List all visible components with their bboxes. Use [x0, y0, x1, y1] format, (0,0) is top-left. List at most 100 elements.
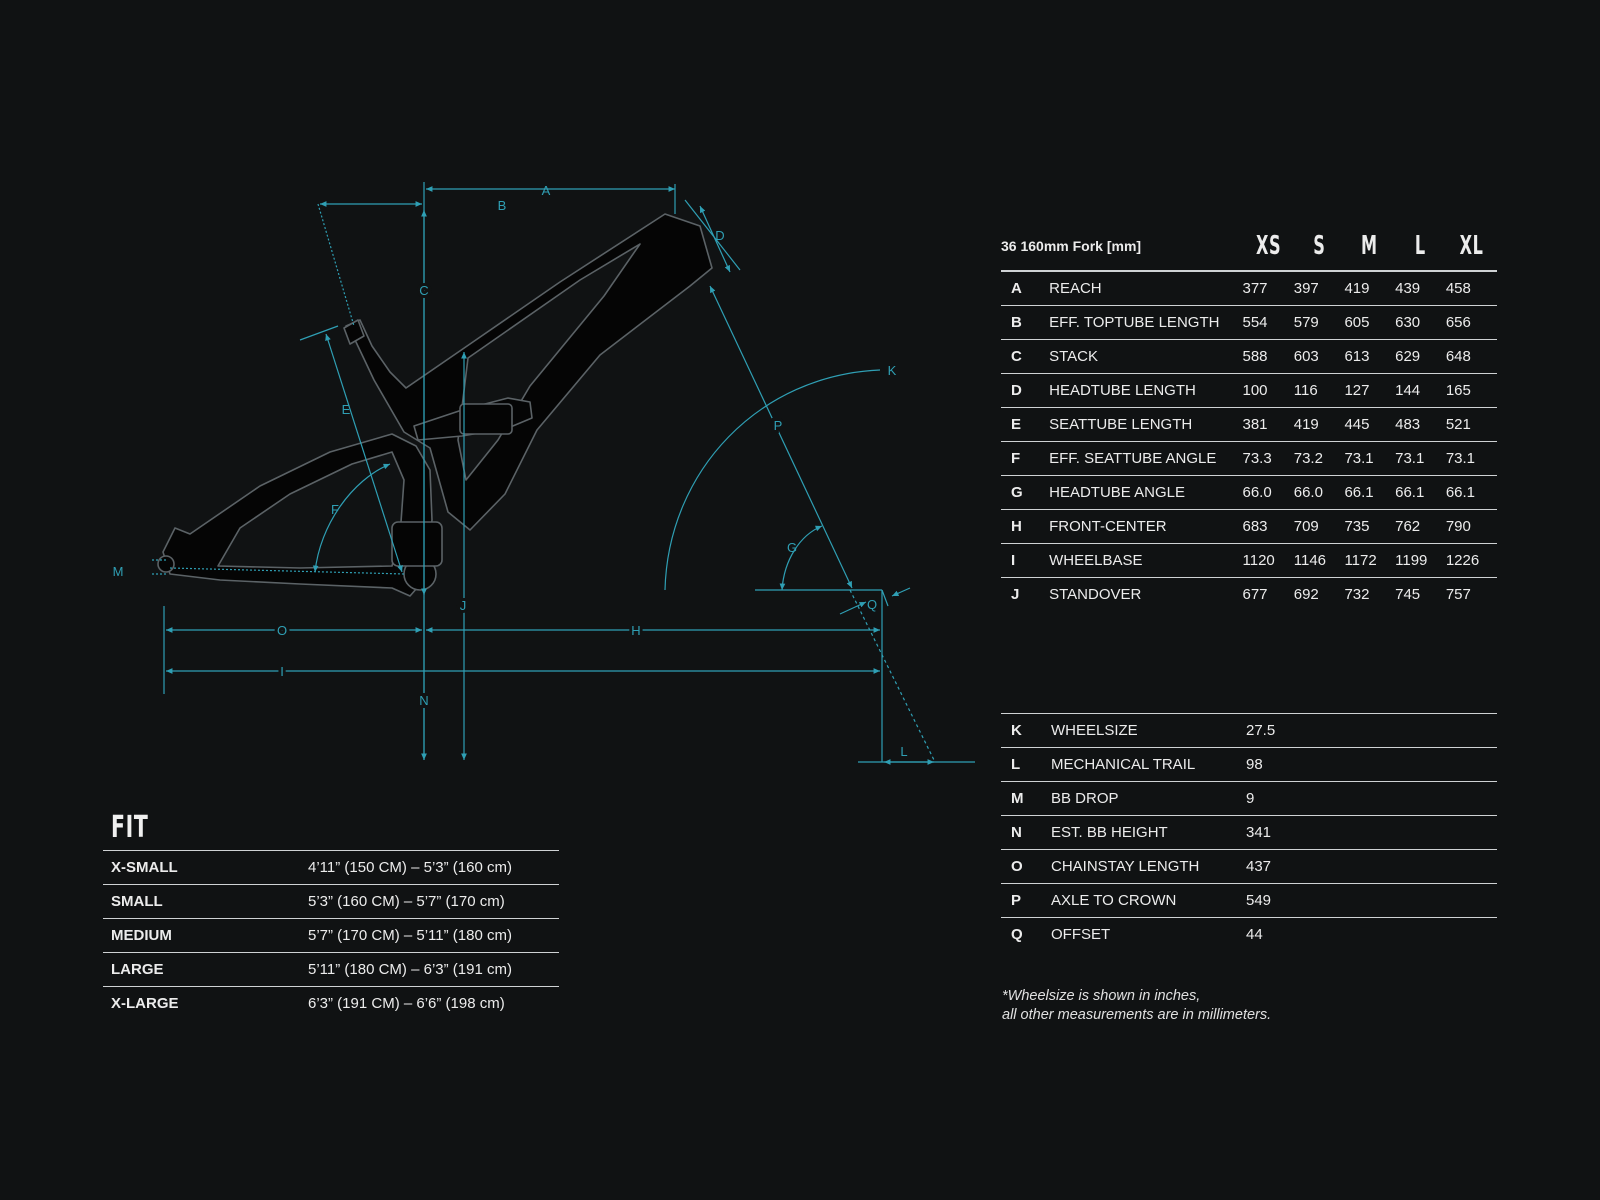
frame-geometry-diagram: A B C D E F G H I J K L M N O P Q [113, 182, 975, 765]
value-l: 73.1 [1395, 441, 1446, 476]
value-xl: 165 [1445, 373, 1497, 408]
dimension-lines [152, 182, 975, 765]
row-code: N [1001, 815, 1051, 850]
size-header-xs: XS [1252, 222, 1285, 272]
value-m: 732 [1344, 586, 1370, 603]
row-name: EFF. SEATTUBE ANGLE [1049, 441, 1243, 476]
dim-label-m: M [113, 564, 124, 579]
value-s: 419 [1293, 407, 1345, 442]
value-m: 613 [1344, 339, 1396, 374]
value-l: 745 [1395, 586, 1421, 603]
dim-label-l: L [900, 744, 907, 759]
value-l: 762 [1395, 509, 1446, 544]
fit-height-range: 5’7” (170 CM) – 5’11” (180 cm) [308, 918, 559, 953]
value-m: 66.1 [1344, 475, 1396, 510]
value-xs: 554 [1242, 305, 1294, 340]
value-m: 419 [1344, 271, 1396, 306]
fit-size: SMALL [103, 884, 308, 919]
value-s: 579 [1293, 305, 1345, 340]
value-m: 1172 [1344, 543, 1396, 578]
row-name: HEADTUBE LENGTH [1049, 373, 1243, 408]
measurement-footnote: *Wheelsize is shown in inches, all other… [1002, 987, 1271, 1025]
row-name: OFFSET [1051, 926, 1111, 943]
row-name: WHEELBASE [1049, 543, 1243, 578]
row-code: K [1001, 713, 1051, 748]
bike-frame-drawing [157, 213, 713, 597]
row-name: HEADTUBE ANGLE [1049, 475, 1243, 510]
fit-size: MEDIUM [103, 918, 308, 953]
value-xs: 100 [1242, 373, 1294, 408]
fit-size: X-LARGE [111, 995, 179, 1012]
value-m: 735 [1344, 509, 1396, 544]
value-xs: 1120 [1242, 543, 1294, 578]
dim-label-k: K [888, 363, 897, 378]
geometry-header-row: 36 160mm Fork [mm] XS S M L XL [1001, 222, 1497, 272]
value-xs: 677 [1242, 586, 1268, 603]
value-xs: 588 [1242, 339, 1294, 374]
value-l: 66.1 [1395, 475, 1446, 510]
size-header-l: L [1404, 222, 1437, 272]
row-name: AXLE TO CROWN [1051, 883, 1246, 918]
value-xl: 790 [1445, 509, 1497, 544]
dimension-letter-labels: A B C D E F G H I J K L M N O P Q [113, 183, 908, 759]
dim-label-i: I [280, 664, 284, 679]
value-l: 630 [1395, 305, 1446, 340]
value-l: 144 [1395, 373, 1446, 408]
row-name: STANDOVER [1049, 586, 1142, 603]
row-code: O [1001, 849, 1051, 884]
fit-size: X-SMALL [103, 850, 308, 885]
row-code: D [1001, 373, 1050, 408]
row-name: BB DROP [1051, 781, 1246, 816]
row-value: 341 [1246, 815, 1497, 850]
value-m: 445 [1344, 407, 1396, 442]
dim-label-c: C [419, 283, 428, 298]
geometry-table-title: 36 160mm Fork [mm] [1001, 222, 1243, 272]
dim-label-a: A [542, 183, 551, 198]
row-name: REACH [1049, 271, 1243, 306]
row-name: EST. BB HEIGHT [1051, 815, 1246, 850]
value-m: 605 [1344, 305, 1396, 340]
value-s: 73.2 [1293, 441, 1345, 476]
value-xs: 381 [1242, 407, 1294, 442]
fit-height-range: 5’11” (180 CM) – 6’3” (191 cm) [308, 952, 559, 987]
row-value: 98 [1246, 747, 1497, 782]
value-m: 127 [1344, 373, 1396, 408]
value-s: 709 [1293, 509, 1345, 544]
dim-label-p: P [774, 418, 783, 433]
row-name: EFF. TOPTUBE LENGTH [1049, 305, 1243, 340]
value-l: 439 [1395, 271, 1446, 306]
value-s: 692 [1293, 586, 1319, 603]
value-xs: 683 [1242, 509, 1294, 544]
dim-label-f: F [331, 502, 339, 517]
dim-label-g: G [787, 540, 797, 555]
row-code: A [1001, 271, 1050, 306]
row-name: MECHANICAL TRAIL [1051, 747, 1246, 782]
value-s: 116 [1293, 373, 1345, 408]
row-value: 27.5 [1246, 713, 1497, 748]
row-code: J [1011, 586, 1020, 603]
dim-label-j: J [460, 598, 467, 613]
row-code: H [1001, 509, 1050, 544]
row-name: CHAINSTAY LENGTH [1051, 849, 1246, 884]
value-xl: 66.1 [1445, 475, 1497, 510]
row-code: F [1001, 441, 1050, 476]
value-l: 629 [1395, 339, 1446, 374]
